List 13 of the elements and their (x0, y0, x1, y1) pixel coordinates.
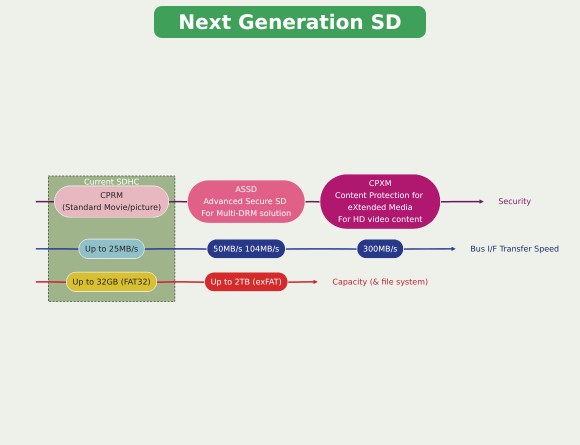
arrow (404, 246, 456, 251)
connector (157, 280, 205, 283)
connector (286, 248, 358, 250)
connector (168, 200, 188, 202)
connector (36, 200, 55, 202)
arrow (288, 279, 318, 284)
cluster (48, 175, 176, 302)
connector (305, 200, 320, 202)
arrow (440, 199, 484, 204)
connector (144, 248, 208, 250)
connector (36, 280, 67, 283)
title-banner: Next Generation SD (154, 6, 426, 38)
connector (36, 248, 80, 250)
